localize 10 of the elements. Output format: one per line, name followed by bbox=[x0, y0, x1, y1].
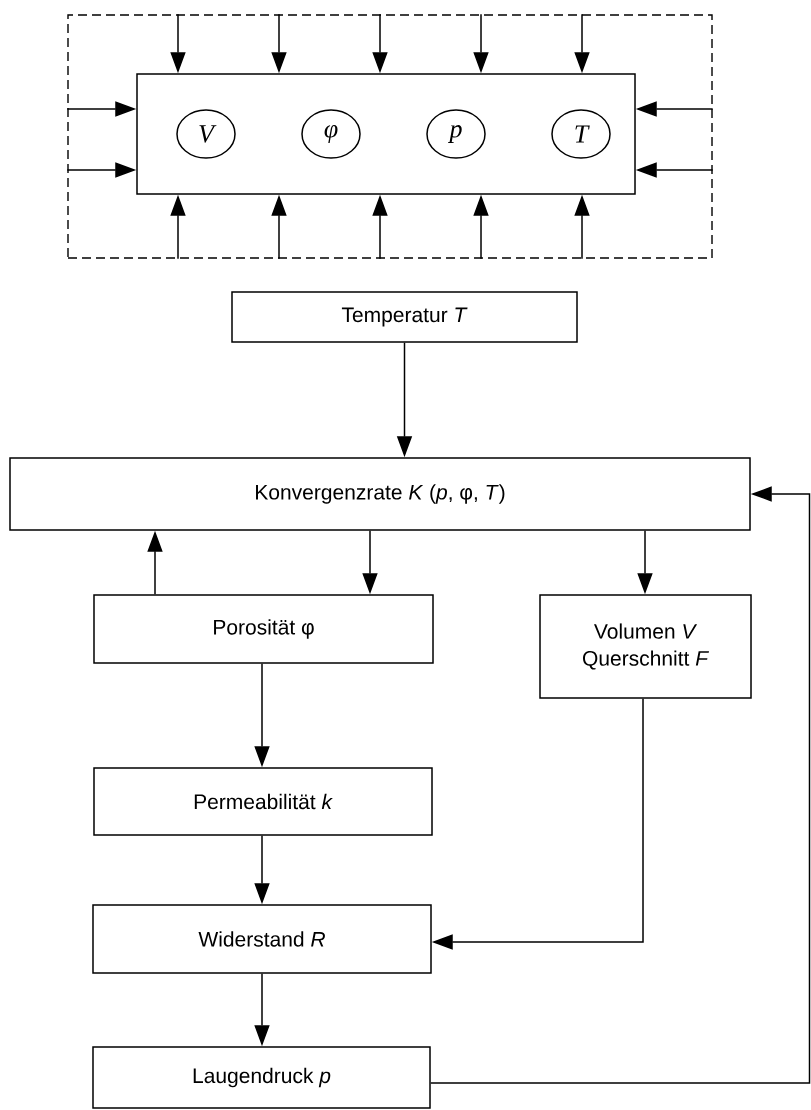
process-box: Volumen V Querschnitt F bbox=[539, 594, 752, 699]
process-box bbox=[136, 73, 636, 195]
process-box: Permeabilität k bbox=[93, 767, 433, 836]
process-box: Widerstand R bbox=[92, 904, 432, 974]
process-box: Laugendruck p bbox=[92, 1046, 431, 1109]
arrow bbox=[430, 486, 811, 1084]
process-box: Konvergenzrate K (p, φ, T) bbox=[9, 457, 751, 531]
process-box: Porosität φ bbox=[93, 594, 434, 664]
system-boundary bbox=[67, 14, 713, 259]
process-box: Temperatur T bbox=[231, 291, 578, 343]
